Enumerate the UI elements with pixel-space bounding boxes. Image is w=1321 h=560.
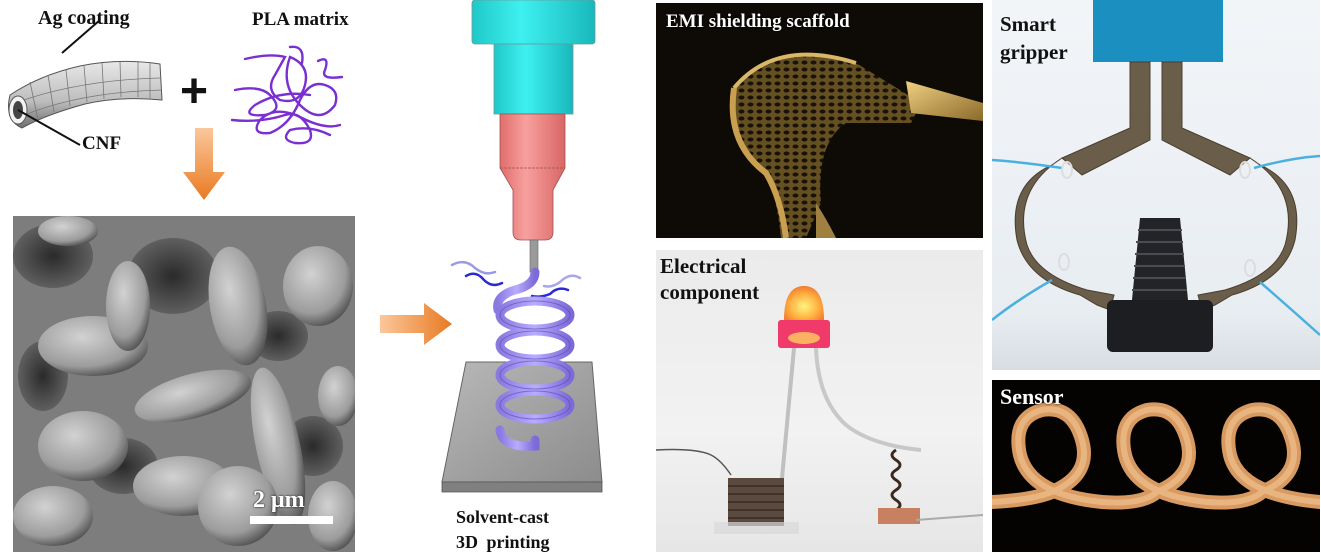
- cnf-label: CNF: [82, 133, 122, 154]
- electrical-label-line2: component: [660, 280, 760, 304]
- smart-gripper-label-line2: gripper: [1000, 40, 1068, 64]
- emi-shielding-scaffold-photo: EMI shielding scaffold: [656, 3, 983, 238]
- smart-gripper-photo: Smart gripper: [992, 0, 1320, 370]
- electrical-component-photo: Electrical component: [656, 250, 983, 552]
- right-arrow-icon: [380, 303, 452, 345]
- cnf-fiber-illustration: [8, 20, 163, 146]
- emi-shielding-label: EMI shielding scaffold: [666, 11, 850, 32]
- ag-coating-label: Ag coating: [38, 7, 130, 29]
- pla-polymer-chains-illustration: [230, 45, 344, 145]
- process-caption-line2: 3D printing: [456, 532, 550, 552]
- pla-matrix-label: PLA matrix: [252, 9, 349, 30]
- down-arrow-icon: [183, 128, 225, 200]
- printing-syringe-illustration: [441, 0, 603, 493]
- electrical-label-line1: Electrical: [660, 254, 747, 278]
- smart-gripper-label-line1: Smart: [1000, 12, 1056, 36]
- sensor-photo: Sensor: [992, 380, 1320, 552]
- scale-bar: [250, 516, 333, 524]
- plus-symbol: +: [180, 65, 209, 118]
- sensor-label: Sensor: [1000, 384, 1064, 409]
- scale-bar-label: 2 μm: [253, 487, 305, 513]
- process-caption-line1: Solvent-cast: [456, 507, 549, 527]
- sem-micrograph: 2 μm: [13, 216, 355, 552]
